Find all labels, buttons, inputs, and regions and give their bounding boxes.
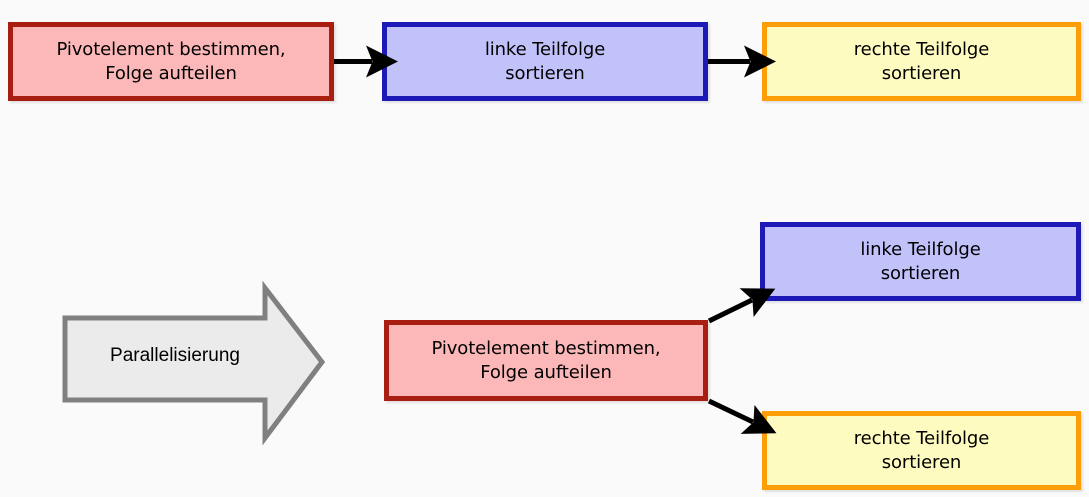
node-par-pivot-line1: Pivotelement bestimmen, — [431, 338, 661, 360]
node-par-pivot-label: Pivotelement bestimmen,Folge aufteilen — [389, 337, 703, 383]
node-par-left-line1: linke Teilfolge — [860, 239, 981, 261]
connector-par-pivot-to-par-left — [707, 288, 776, 324]
node-seq-pivot[interactable]: Pivotelement bestimmen,Folge aufteilen — [8, 22, 334, 101]
node-seq-pivot-line2: Folge aufteilen — [105, 62, 237, 84]
node-par-right-line2: sortieren — [881, 451, 962, 473]
node-seq-pivot-label: Pivotelement bestimmen,Folge aufteilen — [13, 38, 329, 84]
node-seq-left-line1: linke Teilfolge — [484, 39, 606, 61]
node-seq-right-line1: rechte Teilfolge — [853, 39, 990, 61]
node-par-left-line2: sortieren — [880, 262, 961, 284]
parallelisierung-arrow-label: Parallelisierung — [110, 345, 240, 366]
node-seq-right-line2: sortieren — [881, 62, 962, 84]
node-seq-pivot-line1: Pivotelement bestimmen, — [56, 39, 286, 61]
node-seq-left-line2: sortieren — [505, 62, 585, 84]
node-par-right-line1: rechte Teilfolge — [853, 428, 990, 450]
node-par-pivot[interactable]: Pivotelement bestimmen,Folge aufteilen — [384, 320, 708, 401]
node-par-pivot-line2: Folge aufteilen — [480, 361, 612, 383]
connector-par-pivot-to-par-right — [707, 398, 777, 434]
